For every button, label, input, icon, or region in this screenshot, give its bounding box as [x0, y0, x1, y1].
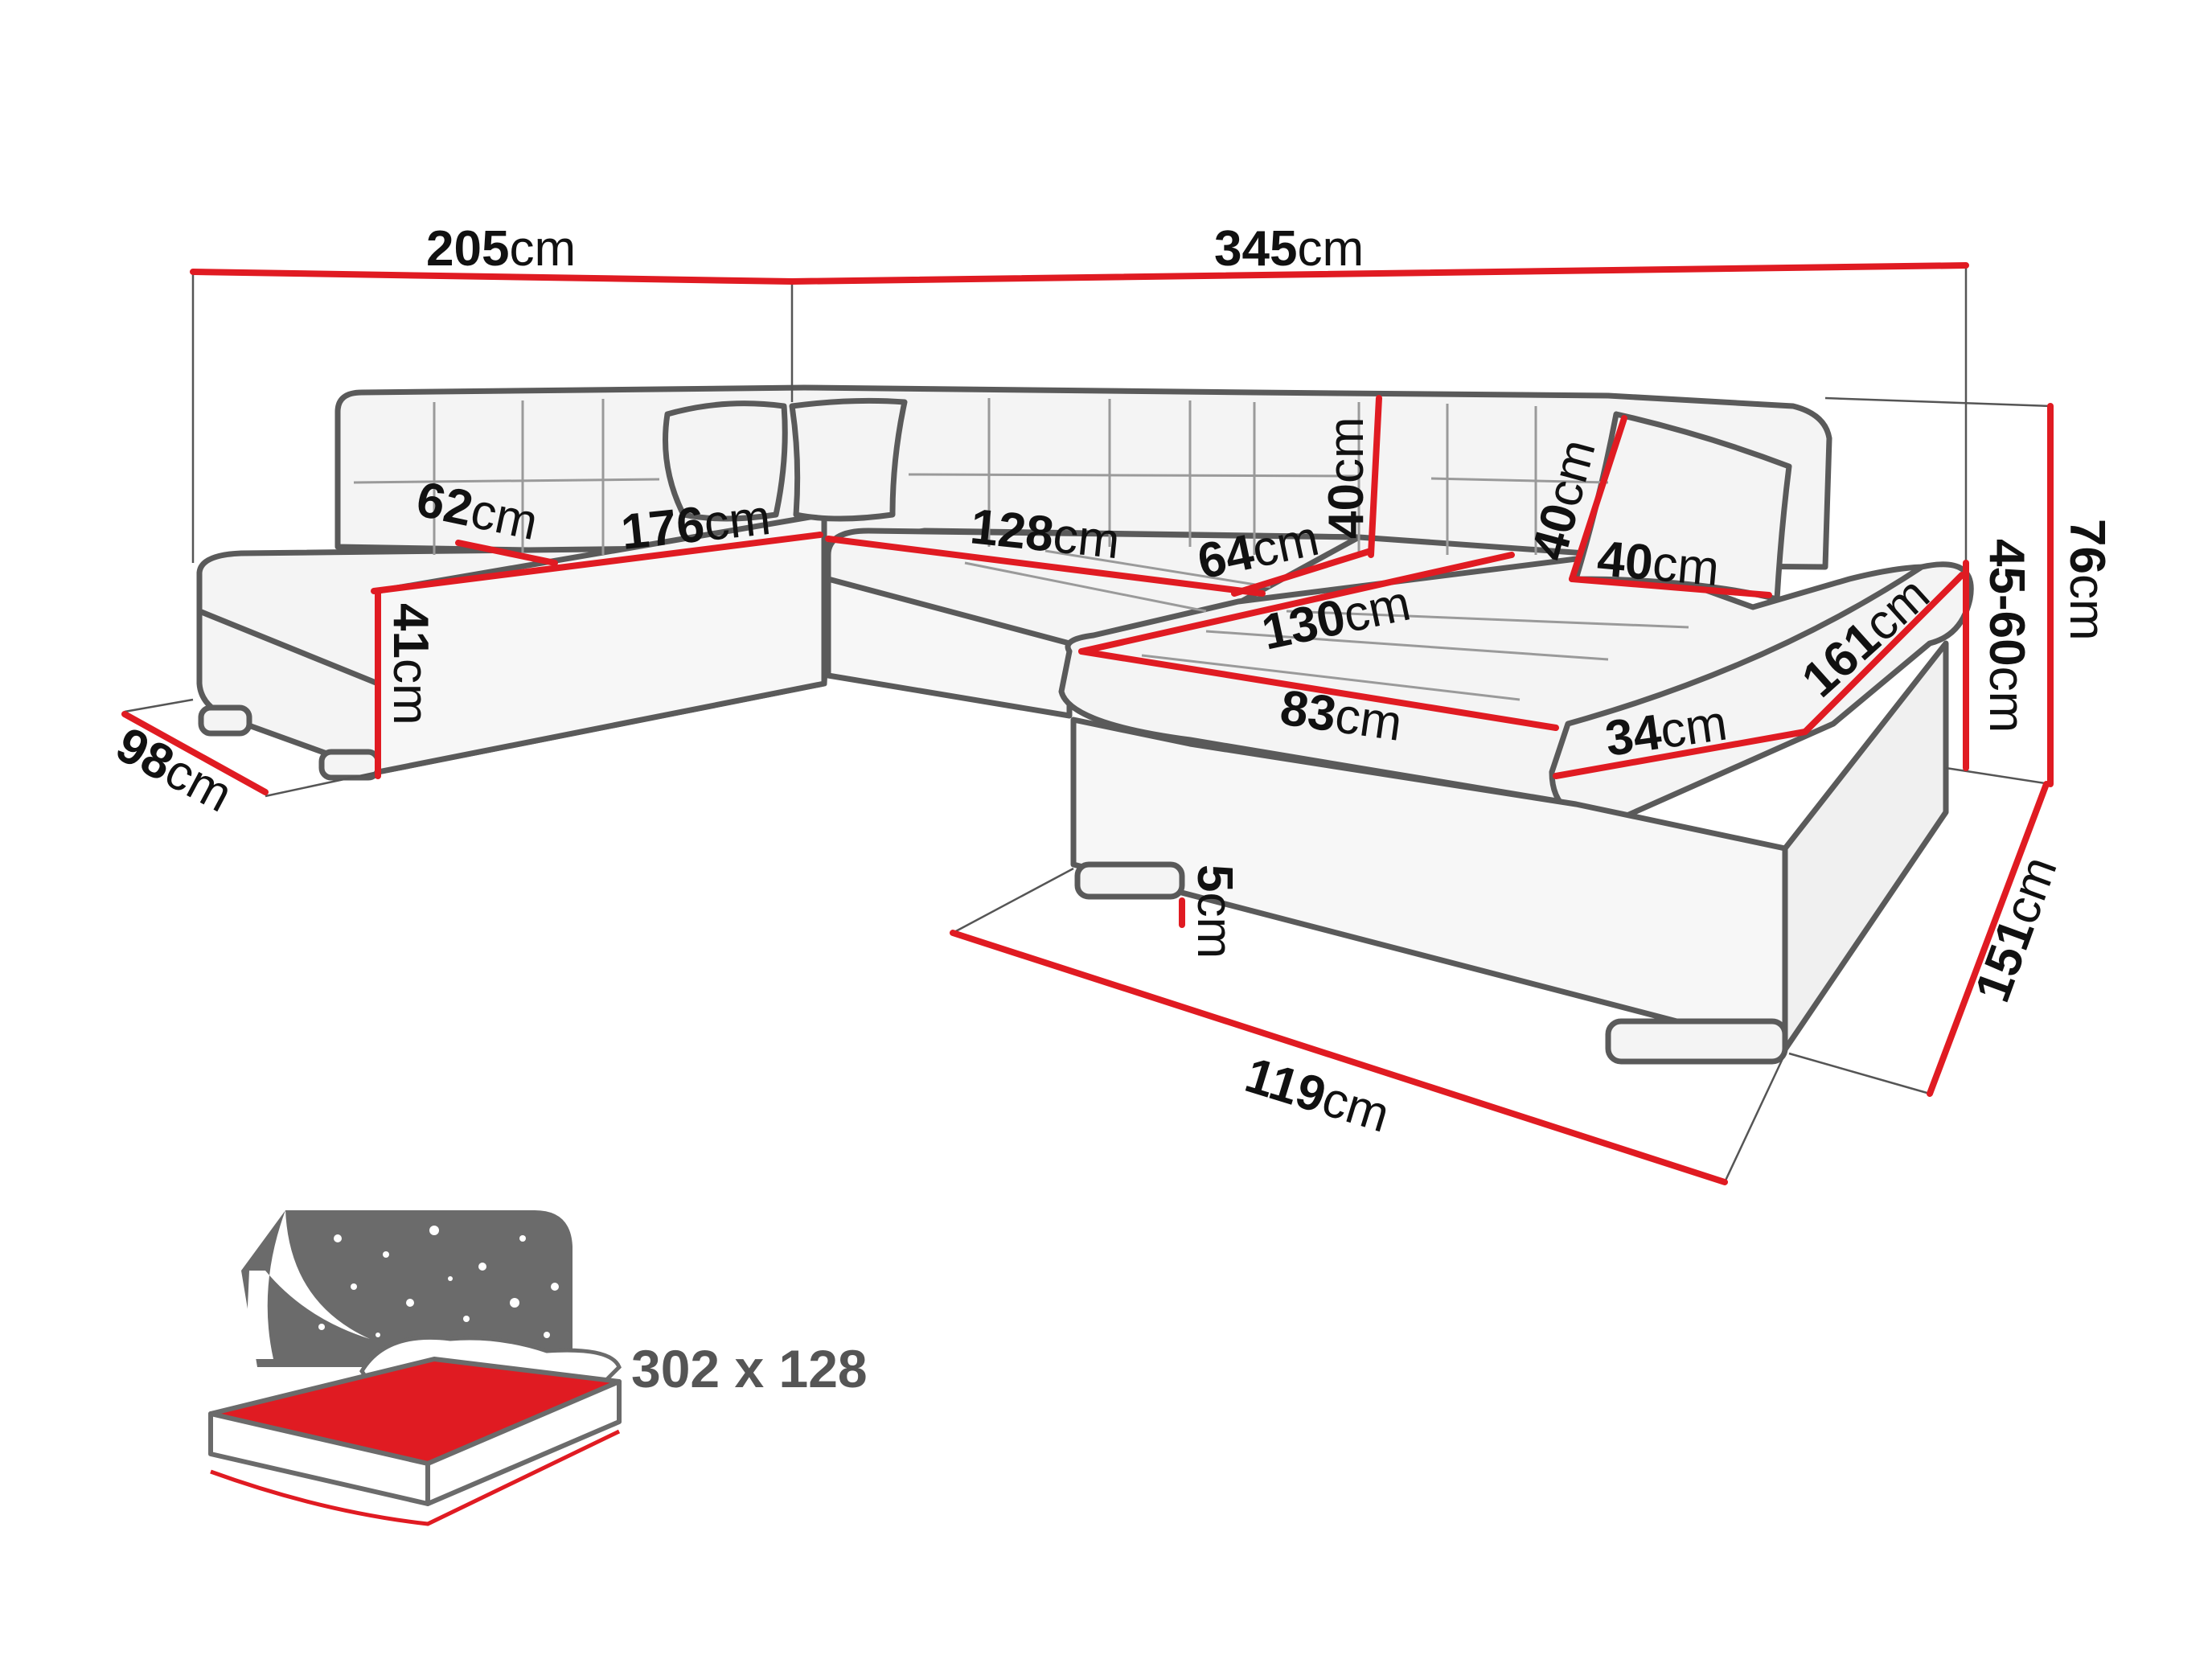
label-5: 5cm	[1187, 864, 1242, 959]
stars	[318, 1226, 559, 1338]
label-151: 151cm	[1964, 849, 2067, 1008]
dim-line-205	[190, 269, 795, 285]
dim-line-98	[121, 711, 269, 795]
label-119: 119cm	[1239, 1047, 1396, 1143]
label-76: 76cm	[2059, 519, 2115, 641]
label-34: 34cm	[1602, 695, 1730, 766]
tufting	[353, 398, 1689, 701]
label-62: 62cm	[412, 471, 543, 551]
dim-line-40b	[1569, 415, 1627, 582]
label-45-60: 45-60cm	[1979, 539, 2034, 733]
dim-line-176	[371, 532, 823, 594]
sleeping-surface-icon: 302 x 128	[208, 1210, 868, 1526]
label-64: 64cm	[1193, 511, 1324, 590]
dim-line-34	[1553, 729, 1808, 779]
dim-line-130	[1078, 552, 1515, 655]
foot-left-1	[198, 704, 252, 737]
dim-line-161	[1802, 572, 1965, 735]
extension-lines	[124, 265, 2051, 1183]
label-176: 176cm	[618, 490, 773, 561]
foot-right-2	[1605, 1018, 1788, 1065]
label-83: 83cm	[1277, 680, 1406, 752]
label-205: 205cm	[426, 221, 576, 277]
dimension-lines	[121, 262, 2054, 1185]
dim-line-119	[950, 930, 1728, 1185]
dim-line-83	[1078, 648, 1559, 731]
dim-line-62	[455, 540, 558, 566]
label-40-pillow-width: 40cm	[1595, 531, 1722, 597]
moon-crescent	[245, 1210, 370, 1359]
middle-base	[825, 576, 1073, 719]
bed-size-label: 302 x 128	[631, 1339, 868, 1398]
label-40-vertical: 40cm	[1319, 417, 1374, 539]
label-345: 345cm	[1214, 221, 1364, 277]
pillow-2	[789, 397, 908, 522]
width-arrow	[210, 1429, 621, 1526]
dim-line-151	[1927, 781, 2050, 1097]
mattress-side	[425, 1379, 622, 1506]
dim-line-128	[825, 536, 1266, 597]
pillow-1	[663, 400, 788, 522]
dim-line-40a	[1368, 395, 1382, 558]
label-128: 128cm	[968, 499, 1122, 569]
foot-right-1	[1074, 861, 1185, 900]
dim-line-40c	[1569, 576, 1772, 598]
dim-line-345	[789, 262, 1969, 285]
right-chaise-side	[1782, 640, 1949, 1053]
dim-line-64	[1231, 548, 1374, 597]
label-41: 41cm	[383, 603, 438, 725]
